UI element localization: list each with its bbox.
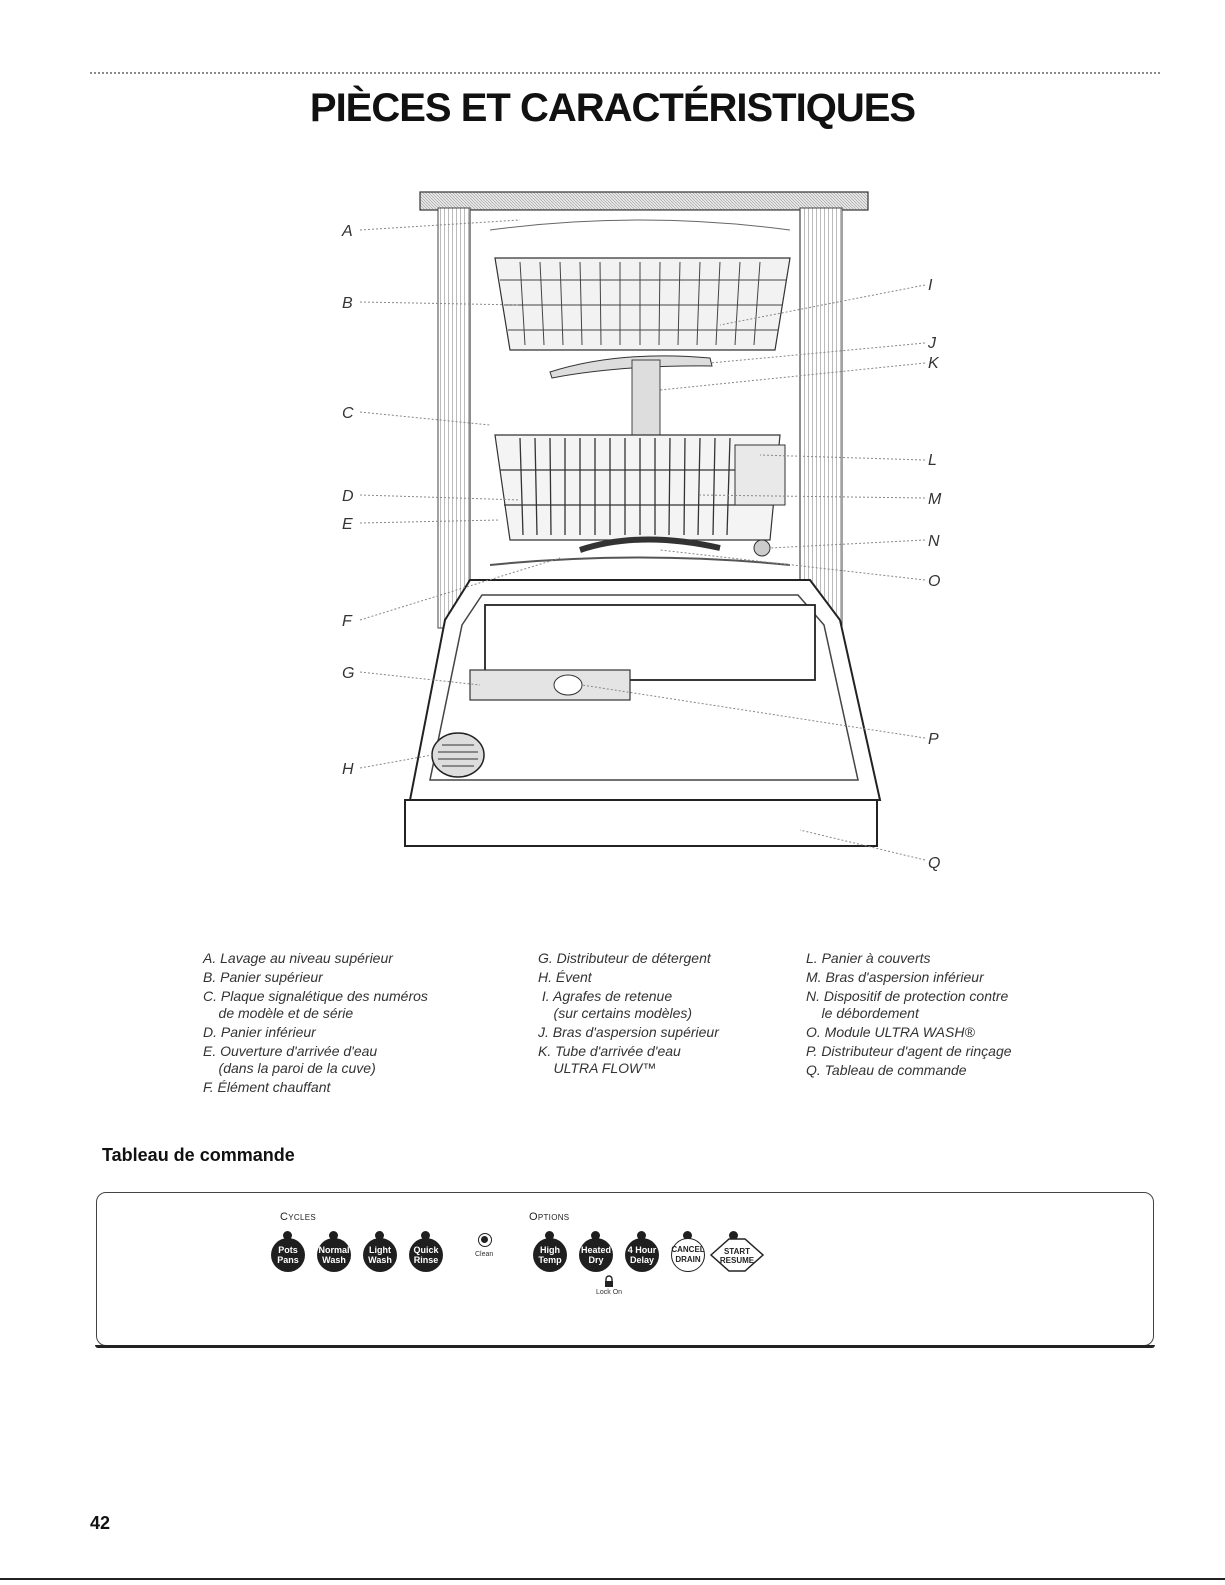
light-wash-led (375, 1231, 384, 1240)
callout-G: G (342, 665, 354, 682)
callout-B: B (342, 295, 353, 312)
cycles-label: Cycles (280, 1211, 316, 1223)
legend-item: P. Distributeur d'agent de rinçage (806, 1043, 1012, 1059)
legend-item: G. Distributeur de détergent (538, 950, 711, 966)
legend-column-1: A. Lavage au niveau supérieur B. Panier … (203, 950, 428, 1098)
start-diamond-shape (709, 1238, 765, 1272)
legend-item: F. Élément chauffant (203, 1079, 331, 1095)
lower-spray-arm (579, 536, 721, 553)
upper-rack (494, 257, 791, 351)
dishwasher-diagram: A B C D E F G H I J K L M N O P Q (341, 191, 942, 872)
normal-wash-led (329, 1231, 338, 1240)
clean-label: Clean (475, 1251, 494, 1258)
pots-pans-led (283, 1231, 292, 1240)
callout-J: J (927, 335, 937, 352)
legend-column-2: G. Distributeur de détergent H. Évent I.… (538, 950, 719, 1079)
detergent-dispenser (469, 669, 631, 701)
start-resume-button[interactable]: START RESUME (709, 1235, 765, 1275)
clean-indicator (478, 1233, 492, 1247)
heated-dry-led (591, 1231, 600, 1240)
callout-I: I (928, 277, 933, 294)
lock-icon (605, 1275, 613, 1287)
legend-item: K. Tube d'arrivée d'eau ULTRA FLOW™ (538, 1043, 681, 1076)
start-led (729, 1231, 738, 1240)
left-wall (437, 207, 471, 629)
callout-F: F (342, 613, 353, 630)
callout-H: H (342, 761, 354, 778)
high-temp-led (545, 1231, 554, 1240)
callout-K: K (928, 355, 940, 372)
callout-P: P (928, 731, 939, 748)
lock-on-label: Lock On (596, 1289, 623, 1296)
high-temp-button[interactable]: High Temp (533, 1238, 567, 1272)
callout-D: D (342, 488, 354, 505)
page-number: 42 (90, 1513, 111, 1533)
door-window (484, 604, 816, 681)
callout-C: C (342, 405, 354, 422)
legend-item: N. Dispositif de protection contre le dé… (806, 988, 1009, 1021)
legend-item: O. Module ULTRA WASH® (806, 1024, 975, 1040)
rinse-aid-dispenser (553, 674, 583, 696)
light-wash-button[interactable]: Light Wash (363, 1238, 397, 1272)
overfill-protector (753, 539, 771, 557)
legend-item: I. Agrafes de retenue (sur certains modè… (541, 988, 693, 1021)
vent (431, 732, 485, 778)
right-wall (799, 207, 843, 629)
legend-item: M. Bras d'aspersion inférieur (806, 969, 984, 985)
callout-A: A (341, 223, 353, 240)
callout-M: M (928, 491, 942, 508)
cancel-drain-button[interactable]: CANCEL DRAIN (671, 1238, 705, 1272)
callout-E: E (342, 516, 353, 533)
bottom-rule (0, 1578, 1225, 1580)
control-panel-bar (404, 799, 878, 847)
legend-item: J. Bras d'aspersion supérieur (538, 1024, 719, 1040)
four-hour-delay-button[interactable]: 4 Hour Delay (625, 1238, 659, 1272)
page-title: PIÈCES ET CARACTÉRISTIQUES (309, 86, 916, 130)
legend-item: L. Panier à couverts (806, 950, 931, 966)
legend-item: H. Évent (538, 969, 592, 985)
control-panel-heading: Tableau de commande (102, 1145, 295, 1165)
quick-rinse-button[interactable]: Quick Rinse (409, 1238, 443, 1272)
cancel-drain-led (683, 1231, 692, 1240)
legend-item: Q. Tableau de commande (806, 1062, 967, 1078)
pots-pans-button[interactable]: Pots Pans (271, 1238, 305, 1272)
callout-O: O (928, 573, 940, 590)
callout-N: N (928, 533, 940, 550)
callout-L: L (928, 452, 937, 469)
top-dotted-rule (90, 72, 1160, 74)
options-label: Options (529, 1211, 570, 1223)
heated-dry-button[interactable]: Heated Dry (579, 1238, 613, 1272)
legend-column-3: L. Panier à couverts M. Bras d'aspersion… (806, 950, 1012, 1081)
quick-rinse-led (421, 1231, 430, 1240)
legend-item: C. Plaque signalétique des numéros de mo… (203, 988, 428, 1021)
control-panel: Cycles Options Pots Pans Normal Wash Lig… (95, 1192, 1155, 1348)
frame-top (419, 191, 869, 211)
legend-item: A. Lavage au niveau supérieur (203, 950, 393, 966)
upper-spray-arm (549, 355, 713, 379)
legend-item: E. Ouverture d'arrivée d'eau (dans la pa… (203, 1043, 378, 1076)
legend-item: B. Panier supérieur (203, 969, 323, 985)
heating-element (489, 556, 791, 566)
delay-led (637, 1231, 646, 1240)
legend-item: D. Panier inférieur (203, 1024, 316, 1040)
normal-wash-button[interactable]: Normal Wash (317, 1238, 351, 1272)
callout-Q: Q (928, 855, 940, 872)
